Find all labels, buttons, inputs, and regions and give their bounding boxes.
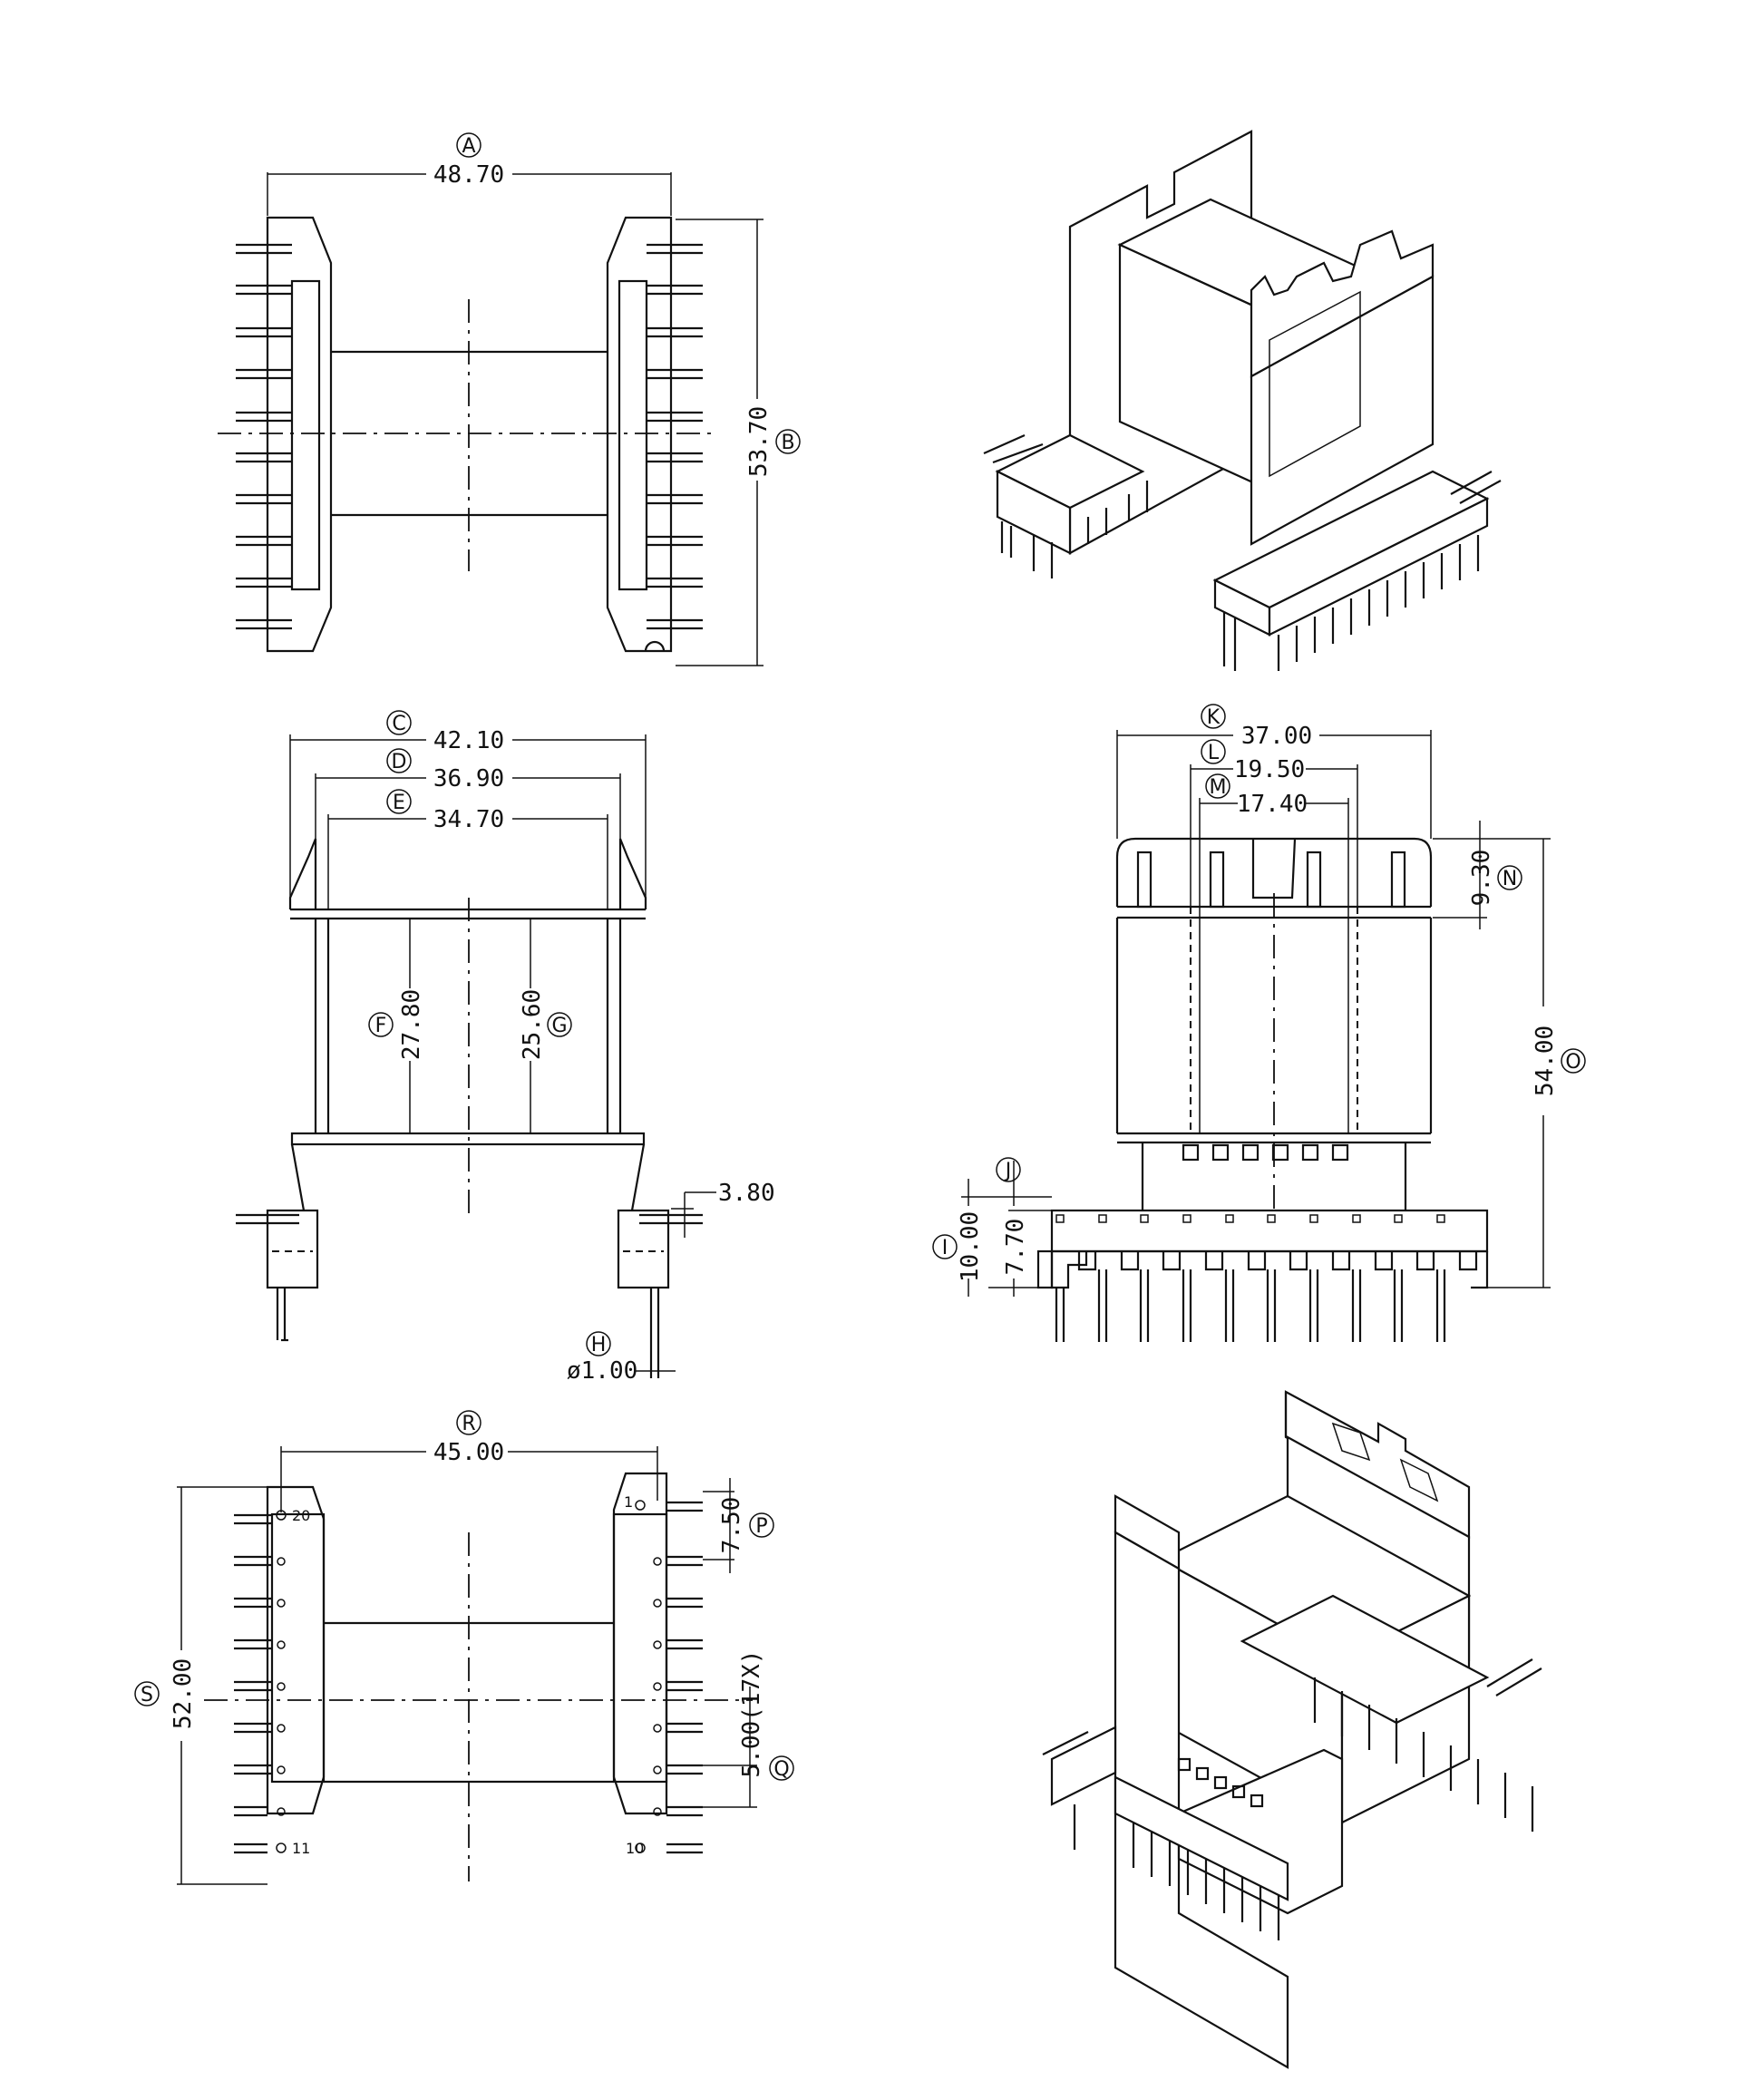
dim-I-value: 10.00 xyxy=(957,1211,984,1282)
dim-E-letter: E xyxy=(393,792,405,814)
dim-K-letter: K xyxy=(1207,706,1221,729)
dim-N-letter: N xyxy=(1503,868,1517,890)
dim-D-letter: D xyxy=(392,751,407,773)
dim-O-letter: O xyxy=(1565,1051,1581,1074)
front-pins-iso xyxy=(1222,471,1502,671)
iso-bottom-pins-back xyxy=(1313,1658,1542,1832)
front-view: K 37.00 L 19.50 M 17.40 9.30 N 54.00 O xyxy=(932,704,1586,1342)
dim-C-letter: C xyxy=(392,713,405,735)
isometric-view-top xyxy=(983,130,1502,671)
dim-L-letter: L xyxy=(1208,742,1220,764)
dim-P-letter: P xyxy=(755,1515,767,1538)
isometric-view-bottom xyxy=(1042,1390,1542,2069)
top-view: A 48.70 53.70 B xyxy=(218,132,801,666)
iso-bottom-pins-front xyxy=(1042,1731,1280,1940)
dim-O-value: 54.00 xyxy=(1532,1026,1559,1096)
dim-J-letter: J xyxy=(1004,1160,1012,1182)
bottom-view: 20 11 1 10 R 45.00 52.00 S 7.50 P 5.00(1… xyxy=(134,1410,794,1885)
dim-F-letter: F xyxy=(375,1015,387,1037)
dim-A-letter: A xyxy=(462,135,475,158)
pin-number-11: 11 xyxy=(292,1840,310,1857)
dim-E-value: 34.70 xyxy=(433,806,504,833)
dim-N-value: 9.30 xyxy=(1468,850,1495,907)
dim-R-value: 45.00 xyxy=(433,1439,504,1466)
dim-Q-letter: Q xyxy=(773,1758,789,1781)
dim-F-value: 27.80 xyxy=(398,989,425,1060)
dim-R-letter: R xyxy=(462,1413,475,1435)
dim-G-letter: G xyxy=(551,1015,567,1037)
dim-S-value: 52.00 xyxy=(170,1658,197,1729)
pin-number-20: 20 xyxy=(292,1507,310,1524)
top-view-pins-left xyxy=(236,243,292,630)
dim-M-value: 17.40 xyxy=(1237,791,1308,818)
dim-B-letter: B xyxy=(781,432,794,454)
dim-G-value: 25.60 xyxy=(519,989,546,1060)
side-view: C 42.10 D 36.90 E 34.70 27.80 F 25.60 G … xyxy=(236,710,775,1385)
dim-K-value: 37.00 xyxy=(1241,723,1312,750)
pin-number-10: 10 xyxy=(626,1840,644,1857)
dim-Q-value: 5.00(17X) xyxy=(738,1650,765,1778)
top-view-pins-right xyxy=(644,243,703,652)
dim-M-letter: M xyxy=(1210,776,1227,799)
dim-C-value: 42.10 xyxy=(433,727,504,754)
front-view-pins xyxy=(1055,1214,1478,1342)
dim-L-value: 19.50 xyxy=(1234,756,1305,783)
pin-number-1: 1 xyxy=(624,1493,633,1511)
dim-3-80-value: 3.80 xyxy=(718,1180,775,1207)
dim-H-letter: H xyxy=(591,1334,607,1356)
bottom-view-pins xyxy=(234,1500,703,1854)
dim-S-letter: S xyxy=(141,1684,153,1706)
dim-I-letter: I xyxy=(942,1237,948,1259)
dim-B-value: 53.70 xyxy=(745,406,773,477)
dim-H-value: ø1.00 xyxy=(567,1357,637,1385)
dim-P-value: 7.50 xyxy=(718,1497,745,1554)
dim-D-value: 36.90 xyxy=(433,765,504,792)
dim-A-value: 48.70 xyxy=(433,161,504,189)
dim-J-value: 7.70 xyxy=(1002,1219,1029,1276)
